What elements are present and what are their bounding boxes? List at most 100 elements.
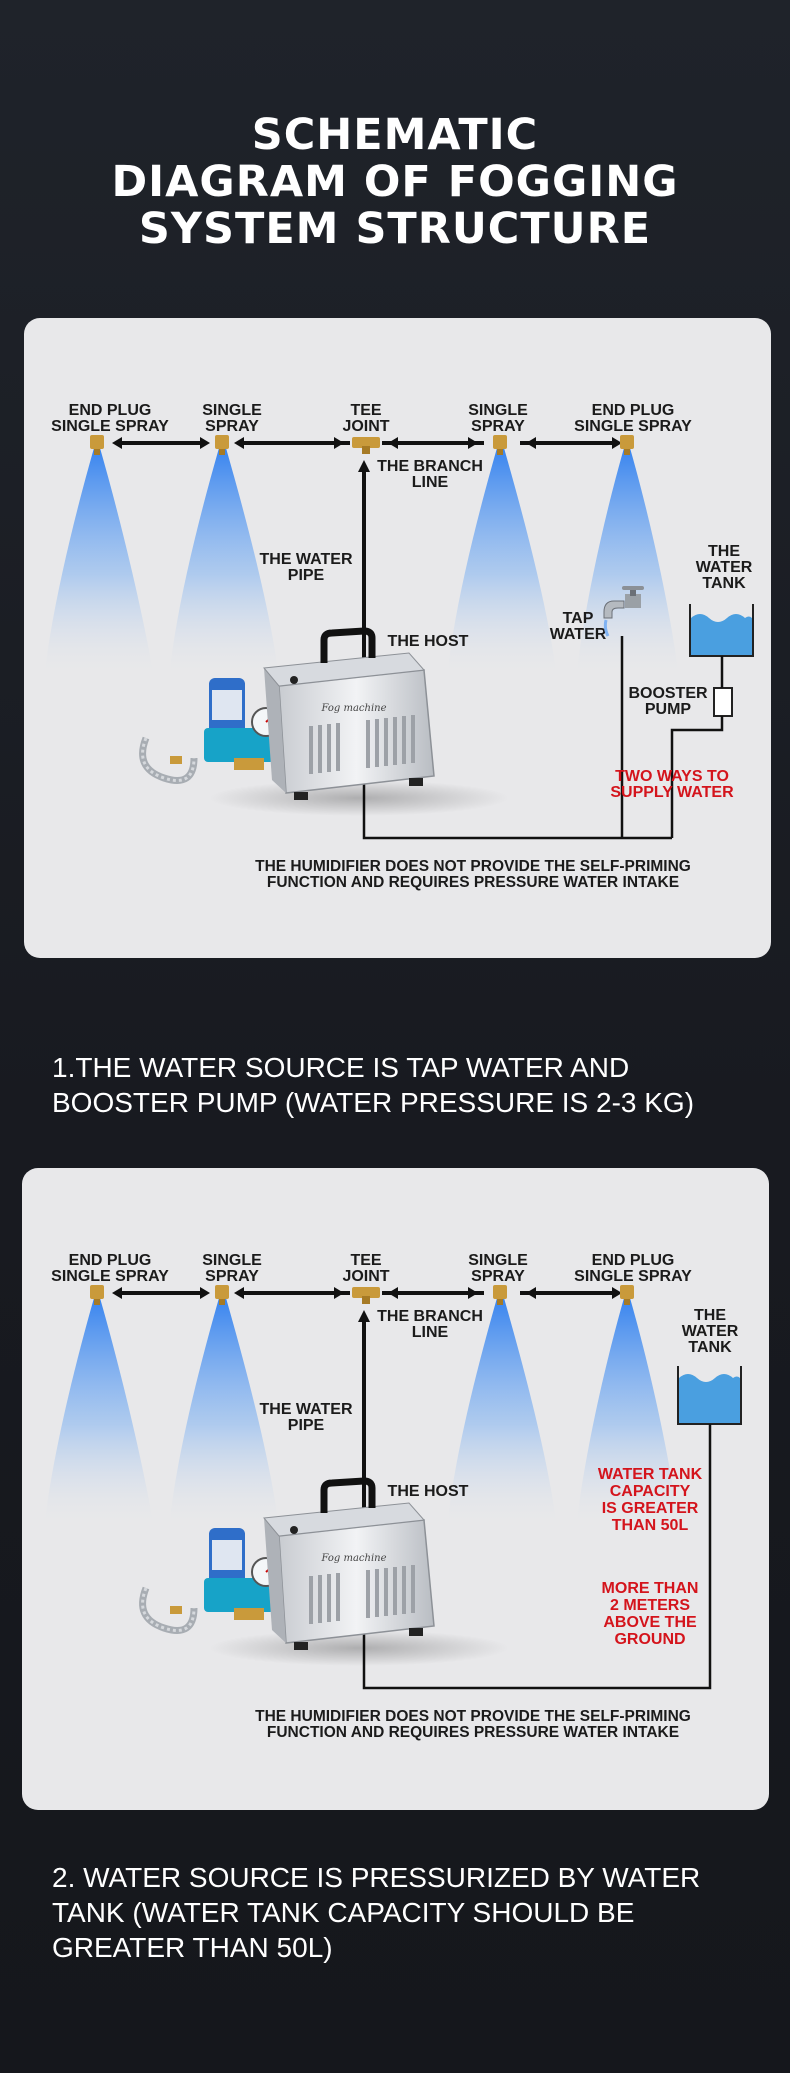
red-note-line2: SUPPLY WATER: [610, 784, 734, 801]
spray-cone-4: [447, 448, 557, 678]
nozzle-1-label-line1: END PLUG: [69, 1252, 152, 1269]
nozzle-3-label-line2: JOINT: [342, 418, 389, 435]
water-tank-icon: [689, 604, 754, 657]
water-tank-label-line3: TANK: [702, 575, 746, 592]
tap-water-label-line2: WATER: [550, 626, 607, 643]
spray-cone-4: [447, 1298, 557, 1528]
arrow-right-3: [468, 1287, 478, 1299]
pipeline-arrows: [112, 1287, 622, 1299]
nozzle-5-label-line2: SINGLE SPRAY: [574, 418, 692, 435]
nozzle-2-label-line1: SINGLE: [202, 402, 262, 419]
diagram-panel-2: END PLUG SINGLE SPRAY SINGLE SPRAY TEE J…: [22, 1168, 769, 1810]
host-label: THE HOST: [388, 1483, 469, 1500]
nozzle-4-label-line2: SPRAY: [471, 1268, 525, 1285]
nozzle-4-label-line2: SPRAY: [471, 418, 525, 435]
brass-nozzle-icon: [620, 1285, 634, 1305]
arrow-left-3: [388, 1287, 398, 1299]
machine-body: [278, 1519, 435, 1644]
diagram-2-svg: END PLUG SINGLE SPRAY SINGLE SPRAY TEE J…: [44, 1252, 742, 1741]
booster-pump-label-line2: PUMP: [645, 701, 692, 718]
diagram-1-svg: END PLUG SINGLE SPRAY SINGLE SPRAY TEE J…: [44, 402, 754, 891]
red-note-capacity-line3: IS GREATER: [602, 1500, 699, 1517]
nozzles: [90, 1285, 634, 1305]
brass-nozzle-icon: [620, 435, 634, 455]
arrow-left-4: [526, 1287, 536, 1299]
water-tank-label-line2: WATER: [696, 559, 753, 576]
nozzle-2-label-line2: SPRAY: [205, 418, 259, 435]
nozzle-4-label-line1: SINGLE: [468, 1252, 528, 1269]
water-tank-label-line3: TANK: [688, 1339, 732, 1356]
pump-head: [204, 1578, 274, 1612]
red-note-height-line4: GROUND: [614, 1631, 685, 1648]
nozzle-2-label-line1: SINGLE: [202, 1252, 262, 1269]
branch-line-label-line2: LINE: [412, 1324, 449, 1341]
spray-cone-1: [44, 448, 154, 678]
red-note-line1: TWO WAYS TO: [615, 768, 729, 785]
arrow-left-3: [388, 437, 398, 449]
tap-water-label-line1: TAP: [563, 610, 594, 627]
carry-handle: [320, 627, 376, 663]
red-note-height-line1: MORE THAN: [602, 1580, 699, 1597]
booster-pump-label-line1: BOOSTER: [628, 685, 708, 702]
arrow-right-4: [612, 437, 622, 449]
nozzle-1-label-line2: SINGLE SPRAY: [51, 1268, 169, 1285]
title-line-2: DIAGRAM OF FOGGING: [111, 157, 679, 207]
spray-cone-2: [169, 1298, 279, 1528]
arrow-right-1: [200, 437, 210, 449]
main-title: SCHEMATIC DIAGRAM OF FOGGING SYSTEM STRU…: [0, 112, 790, 253]
brass-nozzle-icon: [215, 435, 229, 455]
footnote-line1: THE HUMIDIFIER DOES NOT PROVIDE THE SELF…: [255, 1708, 691, 1725]
carry-handle: [320, 1477, 376, 1513]
water-tank-label-line1: THE: [694, 1307, 726, 1324]
nozzle-2-label-line2: SPRAY: [205, 1268, 259, 1285]
machine-brand-label: Fog machine: [320, 1553, 386, 1564]
arrow-right-3: [468, 437, 478, 449]
arrow-left-1: [112, 437, 122, 449]
spray-cones: [44, 1298, 679, 1528]
spray-cone-5: [576, 448, 679, 678]
brass-nozzle-icon: [493, 1285, 507, 1305]
arrow-right-2: [334, 437, 344, 449]
red-note-capacity-line4: THAN 50L: [612, 1517, 689, 1534]
arrow-up-icon: [358, 460, 370, 472]
nozzle-1-label-line2: SINGLE SPRAY: [51, 418, 169, 435]
host-label: THE HOST: [388, 633, 469, 650]
nozzle-3-label-line1: TEE: [350, 402, 381, 419]
water-tank-label-line2: WATER: [682, 1323, 739, 1340]
spray-cone-1: [44, 1298, 154, 1528]
spray-cone-2: [169, 448, 279, 678]
booster-pump-icon: [713, 687, 733, 717]
footnote-line2: FUNCTION AND REQUIRES PRESSURE WATER INT…: [267, 1724, 679, 1741]
nozzle-5-label-line1: END PLUG: [592, 402, 675, 419]
nozzles: [90, 435, 634, 455]
caption-2: 2. WATER SOURCE IS PRESSURIZED BY WATER …: [52, 1860, 772, 1965]
nozzle-4-label-line1: SINGLE: [468, 402, 528, 419]
branch-line-label-line1: THE BRANCH: [377, 1308, 483, 1325]
branch-line-label-line2: LINE: [412, 474, 449, 491]
tap-faucet-icon: [603, 586, 644, 637]
tee-joint-icon: [352, 437, 380, 454]
pump-head: [204, 728, 274, 762]
title-line-3: SYSTEM STRUCTURE: [138, 204, 652, 254]
caption-1-line2: BOOSTER PUMP (WATER PRESSURE IS 2-3 KG): [52, 1087, 695, 1118]
arrow-up-icon: [358, 1310, 370, 1322]
footnote-line2: FUNCTION AND REQUIRES PRESSURE WATER INT…: [267, 874, 679, 891]
footnote-line1: THE HUMIDIFIER DOES NOT PROVIDE THE SELF…: [255, 858, 691, 875]
red-note-capacity-line2: CAPACITY: [610, 1483, 691, 1500]
caption-2-line2: TANK (WATER TANK CAPACITY SHOULD BE: [52, 1897, 635, 1928]
pipeline-arrows: [112, 437, 622, 449]
water-tank-label-line1: THE: [708, 543, 740, 560]
nozzle-3-label-line2: JOINT: [342, 1268, 389, 1285]
arrow-left-2: [234, 1287, 244, 1299]
tee-joint-icon: [352, 1287, 380, 1304]
nozzle-1-label-line1: END PLUG: [69, 402, 152, 419]
water-tank-icon: [677, 1366, 742, 1425]
brass-nozzle-icon: [90, 435, 104, 455]
nozzle-5-label-line2: SINGLE SPRAY: [574, 1268, 692, 1285]
machine-brand-label: Fog machine: [320, 703, 386, 714]
arrow-left-4: [526, 437, 536, 449]
nozzle-3-label-line1: TEE: [350, 1252, 381, 1269]
machine-body: [278, 669, 435, 794]
spray-cone-5: [576, 1298, 679, 1528]
water-pipe-label-line2: PIPE: [288, 1417, 325, 1434]
